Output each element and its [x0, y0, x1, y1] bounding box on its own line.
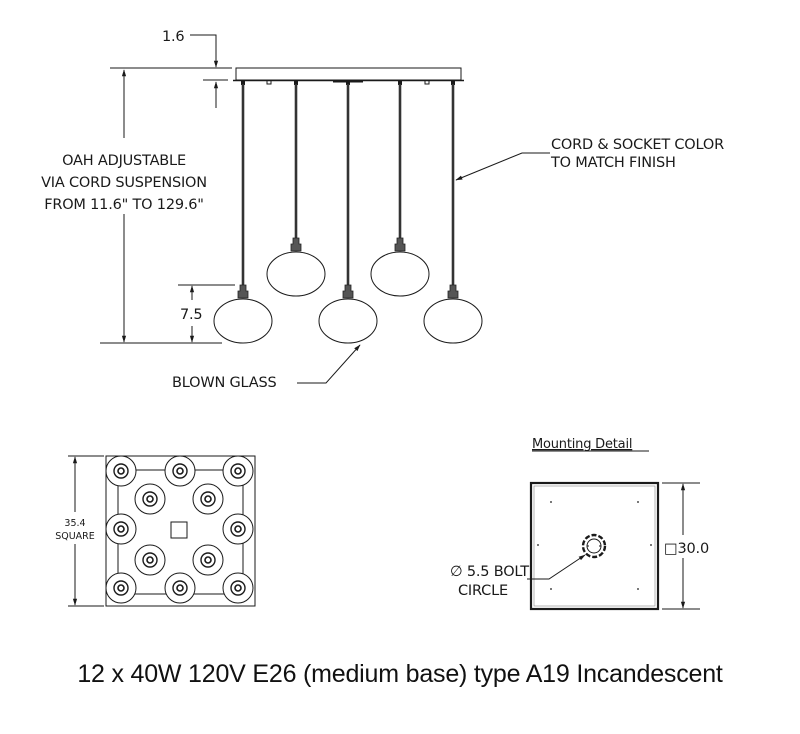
- socket-marker: [164, 455, 196, 487]
- pendant: [370, 81, 430, 297]
- mounting-detail-title: Mounting Detail: [532, 437, 632, 452]
- cord-leader: [455, 152, 550, 181]
- glass-globe: [318, 298, 378, 344]
- canopy-thickness-label: 1.6: [162, 29, 184, 45]
- socket: [237, 284, 249, 299]
- bolt-leader: [527, 554, 586, 580]
- lamp-specification-caption: 12 x 40W 120V E26 (medium base) type A19…: [77, 660, 723, 688]
- mounting-detail: Mounting Detail □30.0 ∅ 5.5 BOLT CIRCLE: [450, 437, 709, 611]
- socket-marker: [222, 513, 254, 545]
- bolt-note-line-2: CIRCLE: [458, 583, 508, 599]
- bolt-note-line-1: ∅ 5.5 BOLT: [450, 564, 529, 580]
- oah-note-line-1: OAH ADJUSTABLE: [62, 153, 186, 169]
- center-hole: [586, 538, 602, 554]
- socket: [447, 284, 459, 299]
- dim-leader: [190, 34, 217, 61]
- glass-height-label: 7.5: [180, 307, 202, 323]
- glass-leader: [297, 344, 361, 384]
- socket-marker: [222, 572, 254, 604]
- socket-marker: [105, 513, 137, 545]
- glass-globe: [423, 298, 483, 344]
- plan-size-value: 35.4: [64, 518, 85, 529]
- mounting-holes: [537, 501, 652, 590]
- socket-marker: [105, 455, 137, 487]
- canopy-screw: [266, 79, 272, 85]
- plate-inner-edge: [533, 485, 656, 607]
- plan-size-unit: SQUARE: [55, 531, 95, 542]
- socket-marker: [164, 572, 196, 604]
- elevation-view: 1.6 OAH ADJUSTABLE VIA CORD SUSPENSION F…: [41, 29, 724, 391]
- pendant: [266, 81, 326, 297]
- mounting-size-label: □30.0: [664, 541, 709, 557]
- plan-view: 35.4 SQUARE: [55, 455, 256, 607]
- bolt-circle: [581, 533, 607, 559]
- socket: [342, 284, 354, 299]
- glass-globe: [213, 298, 273, 344]
- oah-note-line-2: VIA CORD SUSPENSION: [41, 175, 207, 191]
- pendant: [318, 81, 378, 344]
- socket-marker: [134, 544, 166, 576]
- glass-globe: [266, 251, 326, 297]
- mounting-plate: [529, 481, 660, 611]
- pendant: [423, 81, 483, 344]
- socket-marker: [105, 572, 137, 604]
- socket: [290, 237, 302, 252]
- socket-grid: [105, 455, 254, 604]
- socket-marker: [134, 483, 166, 515]
- socket: [394, 237, 406, 252]
- center-junction-box: [170, 521, 188, 539]
- glass-globe: [370, 251, 430, 297]
- cord-note-line-1: CORD & SOCKET COLOR: [551, 137, 724, 153]
- oah-note-line-3: FROM 11.6" TO 129.6": [44, 197, 204, 213]
- socket-marker: [192, 544, 224, 576]
- socket-marker: [192, 483, 224, 515]
- canopy-screw: [424, 79, 430, 85]
- glass-note: BLOWN GLASS: [172, 375, 277, 391]
- cord-note-line-2: TO MATCH FINISH: [550, 155, 676, 171]
- socket-marker: [222, 455, 254, 487]
- pendant: [213, 81, 273, 344]
- canopy: [235, 67, 462, 81]
